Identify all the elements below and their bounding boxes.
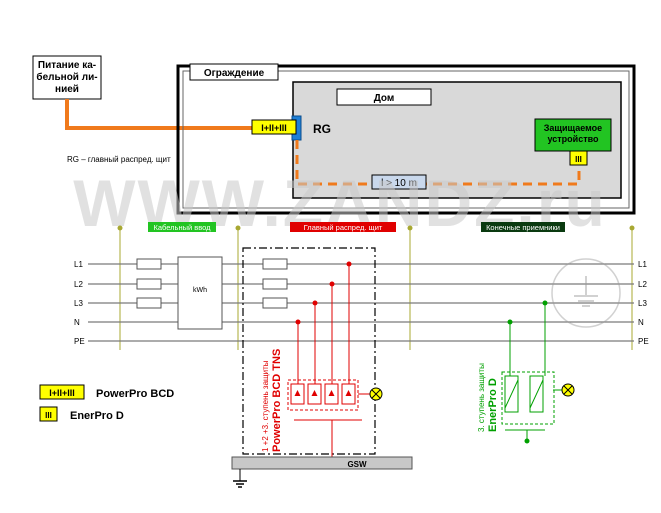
section-label-cable-entry: Кабельный ввод <box>153 223 211 232</box>
bcd-arrow-2 <box>311 390 318 396</box>
supply-cable-line <box>65 99 252 130</box>
section-header-cable-entry <box>148 222 216 232</box>
legend-enerpro-swatch <box>39 406 58 422</box>
legend-bcd-code: I+II+III <box>49 388 75 398</box>
fuse-entry-l3 <box>136 297 162 309</box>
supply-text-1: Питание ка- <box>38 60 96 71</box>
stage1-text-1: 1 +2 +3. ступень защиты <box>261 360 270 452</box>
stage1-label: 1 +2 +3. ступень защиты PowerPro BCD TNS <box>261 349 283 452</box>
kwh-meter <box>177 256 223 330</box>
bcd-lamp-cross <box>371 389 381 399</box>
stage1-text-2: PowerPro BCD TNS <box>271 349 283 452</box>
node-n <box>295 319 301 325</box>
house-label: Дом <box>374 93 395 104</box>
label-l3-right: L3 <box>638 299 647 308</box>
node-l1 <box>346 261 352 267</box>
house-label-box <box>336 88 432 106</box>
kwh-label: kWh <box>193 287 207 294</box>
stamp-ring <box>551 258 621 328</box>
fuse-main-l2 <box>262 278 288 290</box>
gsw-label: GSW <box>347 460 367 469</box>
section-node-2 <box>235 225 241 231</box>
node-l3 <box>312 300 318 306</box>
distance-box <box>371 174 427 190</box>
section-label-main-board: Главный распред. щит <box>304 223 383 232</box>
rg-legend: RG – главный распред. щит <box>67 155 171 164</box>
node-l2 <box>329 281 335 287</box>
section-node-1 <box>117 225 123 231</box>
bcd-module-group <box>287 379 359 411</box>
fuse-entry-l2 <box>136 278 162 290</box>
gsw-bar <box>231 456 413 470</box>
label-pe-left: PE <box>74 337 85 346</box>
bcd-arrow-3 <box>328 390 335 396</box>
legend-enerpro-name: EnerPro D <box>70 410 124 422</box>
cable-supply-box <box>32 55 102 100</box>
section-header-main-board <box>290 222 396 232</box>
ener-module-group <box>501 371 555 425</box>
label-l1-right: L1 <box>638 260 647 269</box>
enerpro-device-top <box>569 150 588 166</box>
bcd-arrow-4 <box>345 390 352 396</box>
supply-text-3: нией <box>55 84 79 95</box>
supply-text-2: бельной ли- <box>36 71 97 83</box>
fuse-entry-l1 <box>136 258 162 270</box>
stamp-logo <box>551 258 621 328</box>
label-l2-right: L2 <box>638 280 647 289</box>
legend-bcd-swatch <box>39 384 85 400</box>
bus-lines <box>88 263 634 342</box>
protected-device-text-2: устройство <box>547 134 599 144</box>
stage3-text-2: EnerPro D <box>487 378 499 432</box>
fuse-main-l3 <box>262 297 288 309</box>
ener-node-l3 <box>542 300 548 306</box>
fence-inner <box>182 70 630 209</box>
stage3-label: 3. ступень защиты EnerPro D <box>477 363 499 432</box>
label-pe-right: PE <box>638 337 649 346</box>
rg-label: RG <box>313 122 331 136</box>
bcd-arrows <box>294 390 352 396</box>
legend-enerpro-code: III <box>45 411 52 420</box>
bcd-arrow-1 <box>294 390 301 396</box>
section-label-end-receivers: Конечные приемники <box>486 223 560 232</box>
fuse-main-l1 <box>262 258 288 270</box>
fence-label-box <box>189 63 279 81</box>
ener-lamp-cross <box>563 385 573 395</box>
stage3-text-1: 3. ступень защиты <box>477 363 486 432</box>
fence-label: Ограждение <box>204 68 265 79</box>
main-board-enclosure <box>242 247 376 455</box>
bcd-wiring <box>294 264 370 463</box>
house-cable-dashed <box>295 140 581 186</box>
label-l3-left: L3 <box>74 299 83 308</box>
label-n-left: N <box>74 318 80 327</box>
section-header-end-receivers <box>481 222 565 232</box>
enerpro-device-top-label: III <box>575 155 582 164</box>
section-node-3 <box>407 225 413 231</box>
bcd-device-top-label: I+II+III <box>261 123 287 133</box>
enerpro-wiring <box>505 303 562 441</box>
fence-outer <box>176 64 636 215</box>
ener-varistor-2 <box>529 379 544 409</box>
ener-node-n <box>507 319 513 325</box>
section-node-4 <box>629 225 635 231</box>
label-l1-left: L1 <box>74 260 83 269</box>
protected-device-text-1: Защищаемое <box>544 123 602 133</box>
distance-label: l > 10 m <box>381 178 417 189</box>
ener-varistor-1 <box>504 379 519 409</box>
ener-node-pe <box>524 438 530 444</box>
legend-bcd-name: PowerPro BCD <box>96 388 174 400</box>
label-n-right: N <box>638 318 644 327</box>
label-l2-left: L2 <box>74 280 83 289</box>
bcd-device-top <box>251 119 297 135</box>
